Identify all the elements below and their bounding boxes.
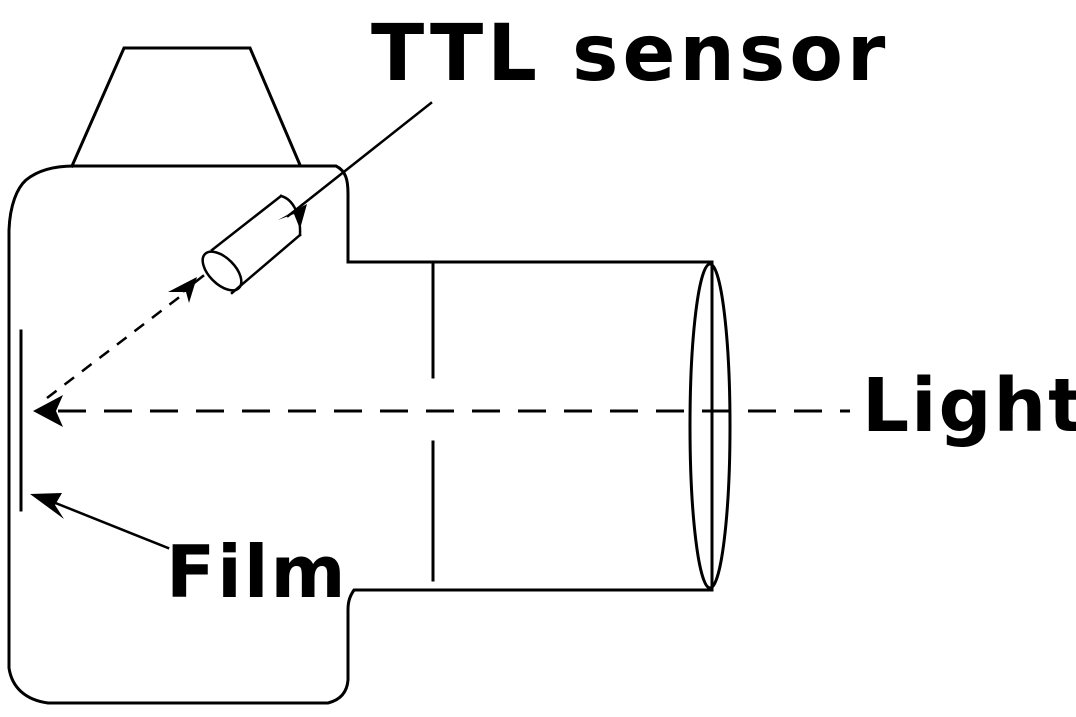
sensor-cylinder-top-edge [210,194,283,252]
film-label: Film [166,530,348,614]
camera-pentaprism-outline [70,46,302,168]
ttl-sensor-cylinder [201,194,302,295]
light-arrowhead-icon [33,395,63,427]
light-label: Light [862,363,1076,449]
film-arrowhead-icon [30,493,64,519]
ttl-sensor-label: TTL sensor [371,9,889,99]
sensor-cylinder-left-end [201,250,243,292]
film-leader-line [46,498,170,550]
ttl-sensor-arrowhead-icon [278,204,307,229]
sensor-cylinder-bottom-edge [230,233,302,295]
camera-body-outline [7,164,714,705]
ttl-sensor-leader-line [300,101,433,207]
reflected-light-dashed-line [46,291,187,399]
reflected-light-arrowhead-icon [168,277,197,303]
lens-front-ellipse [688,262,732,590]
